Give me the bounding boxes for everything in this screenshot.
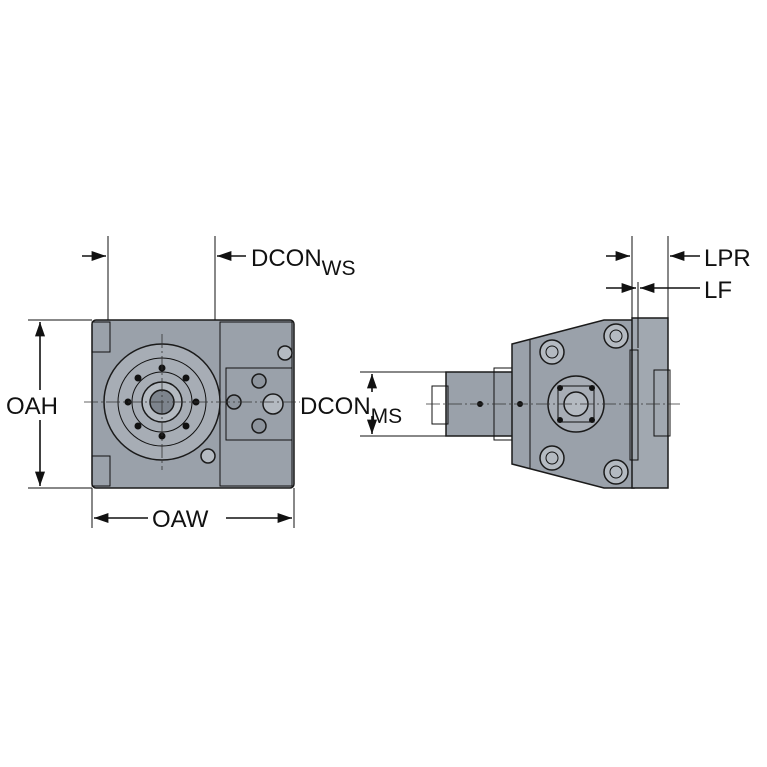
dcon-ws-subscript: WS <box>322 257 356 280</box>
dcon-ws-label: DCON <box>251 245 322 272</box>
front-view-screw-bottom <box>200 448 216 464</box>
oaw-dimension <box>91 488 295 528</box>
lf-label: LF <box>704 277 732 304</box>
oah-dimension <box>28 319 92 489</box>
side-view-screw <box>603 323 629 349</box>
front-view-notch-top <box>91 321 111 353</box>
svg-text:DCONWS: DCONWS <box>251 245 356 280</box>
front-view-screw-top <box>277 345 293 361</box>
front-view-port-1 <box>251 373 267 389</box>
side-view-shank-key <box>431 385 449 425</box>
side-view <box>426 317 680 489</box>
front-view-notch-bottom <box>91 455 111 487</box>
dcon-ms-subscript: MS <box>371 405 403 428</box>
bolt-hole <box>134 422 142 430</box>
front-view-port-plate <box>225 367 293 441</box>
side-view-flange-lip <box>629 349 639 461</box>
bolt-hole <box>182 422 190 430</box>
front-view <box>84 319 300 489</box>
dcon-ws-dimension <box>82 236 246 320</box>
lpr-lf-dimension <box>606 236 700 348</box>
bolt-hole <box>134 374 142 382</box>
oah-label: OAH <box>6 393 58 420</box>
dcon-ms-label: DCON <box>300 393 371 420</box>
dcon-ms-dimension <box>360 371 446 437</box>
side-view-screw <box>539 445 565 471</box>
svg-text:DCONMS: DCONMS <box>300 393 402 428</box>
oaw-label: OAW <box>152 506 209 533</box>
front-view-port-big <box>262 393 284 415</box>
lpr-label: LPR <box>704 245 751 272</box>
side-view-screw <box>539 339 565 365</box>
side-view-screw <box>603 459 629 485</box>
front-view-port-3 <box>251 418 267 434</box>
bolt-hole <box>182 374 190 382</box>
side-view-flange <box>631 317 669 489</box>
side-view-flange-tab <box>653 369 671 437</box>
